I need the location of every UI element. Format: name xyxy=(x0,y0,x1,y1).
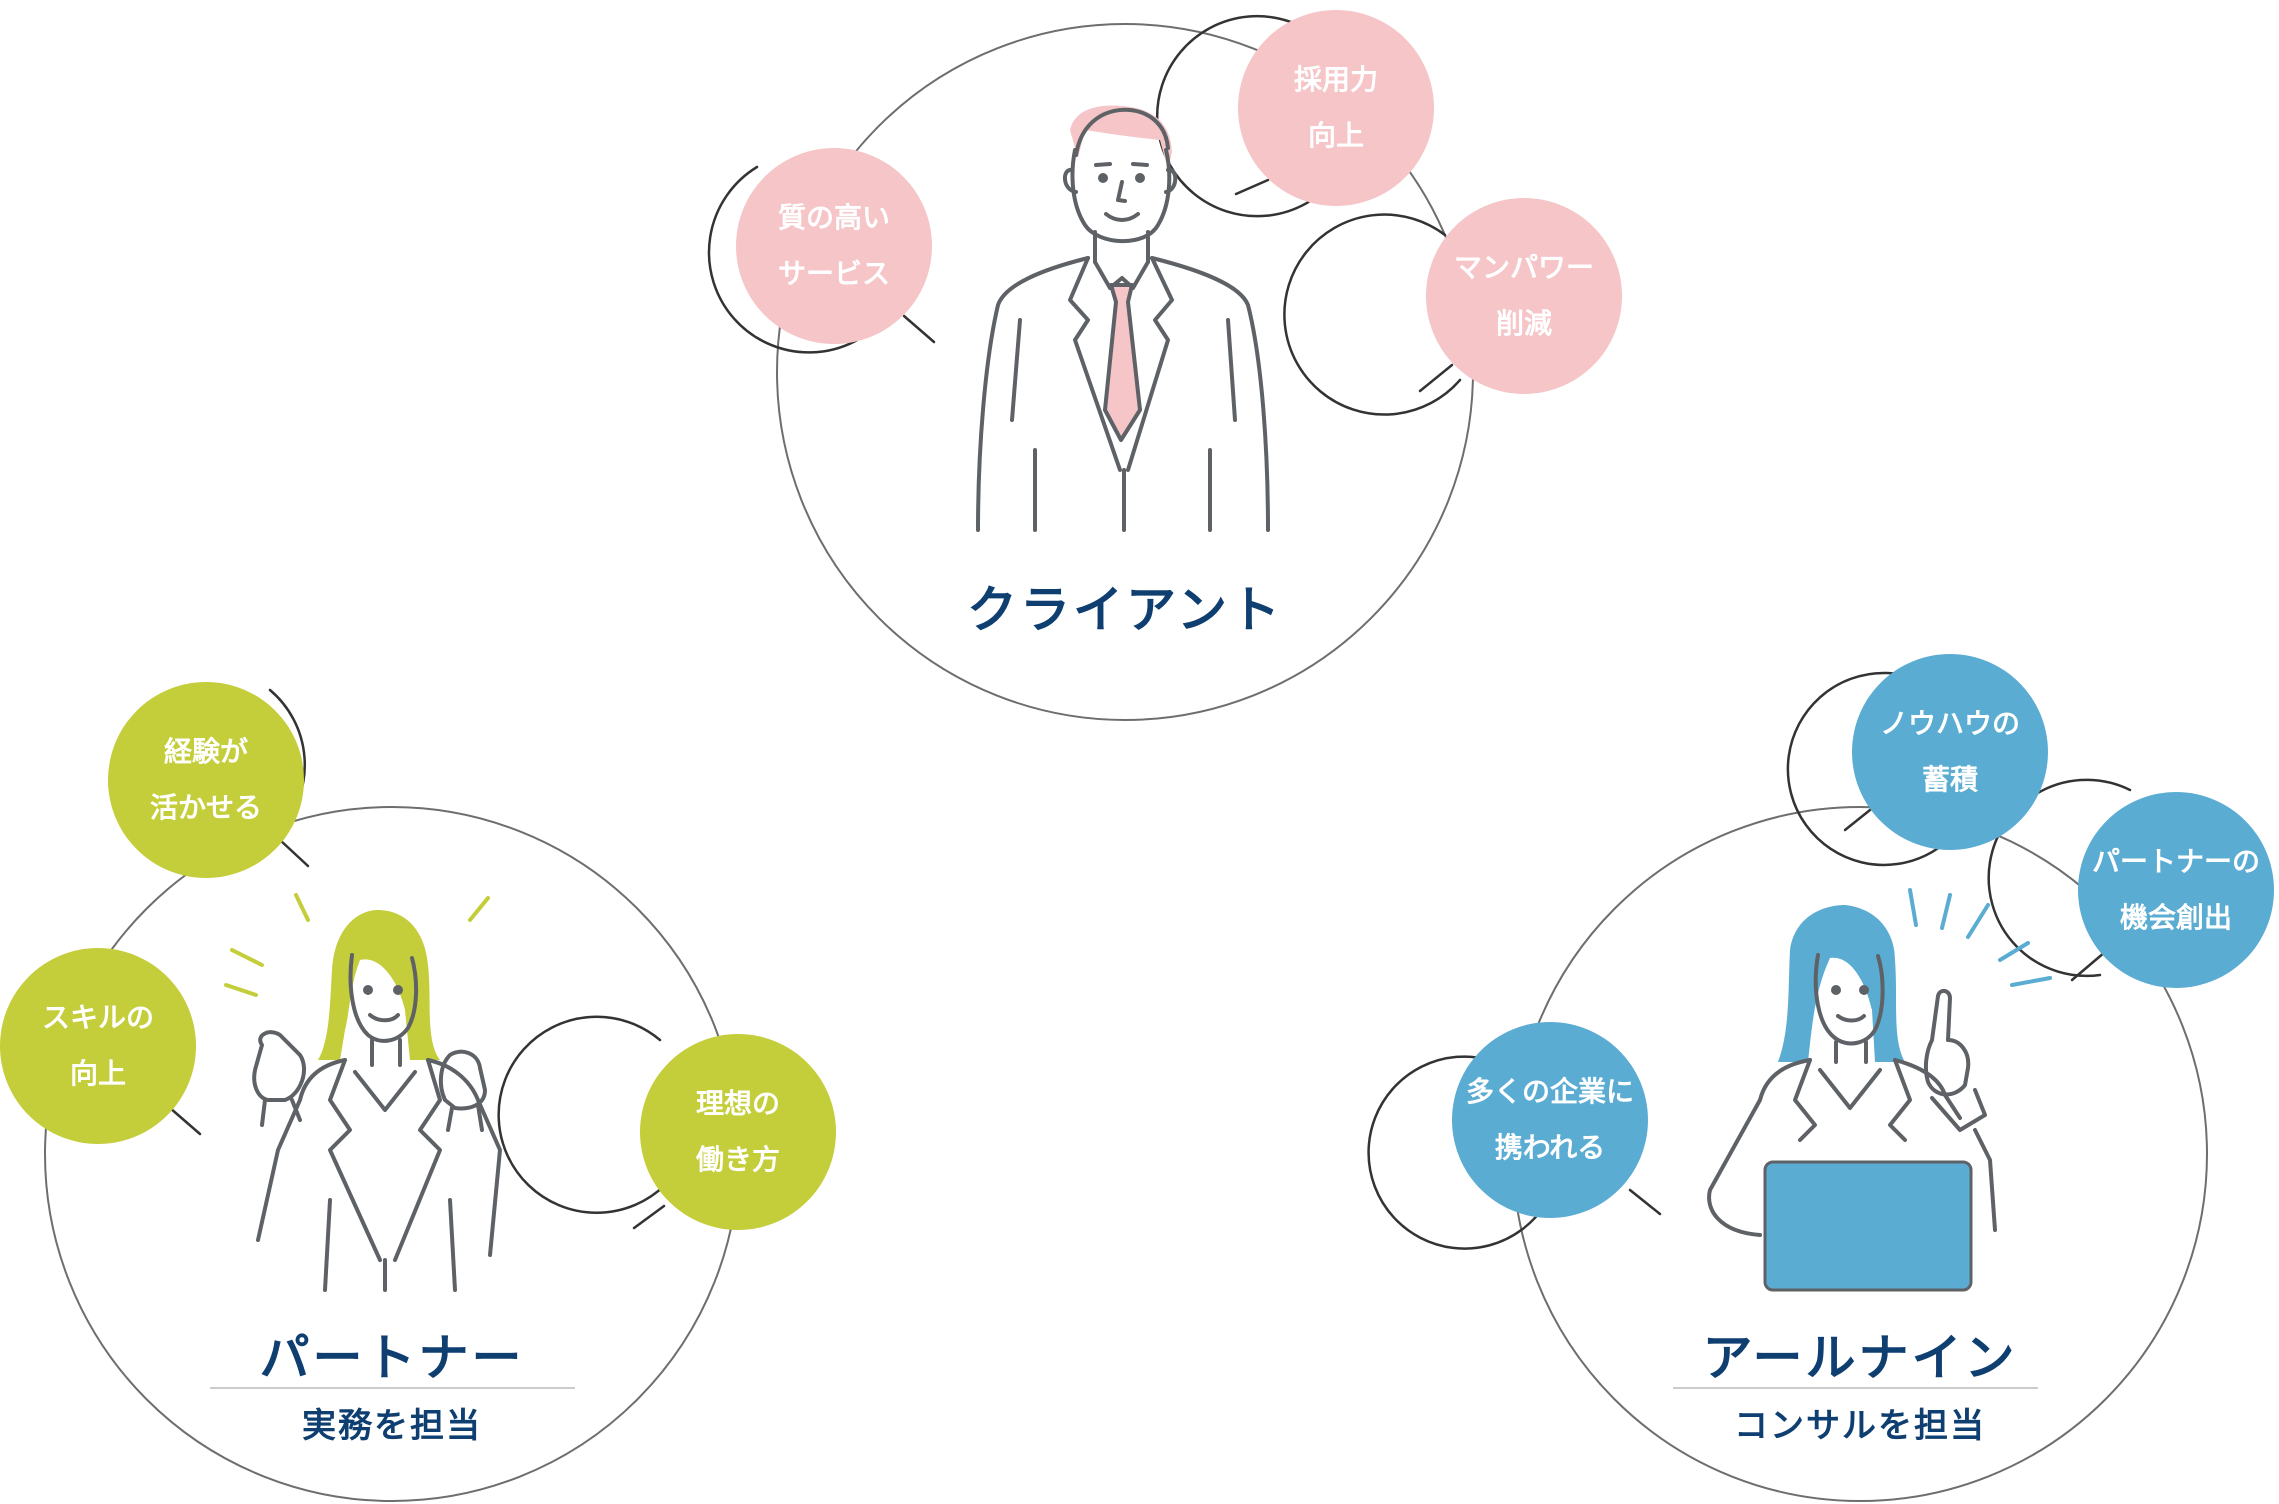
bubble-line2: 携われる xyxy=(1494,1131,1606,1164)
bubble-line1: 多くの企業に xyxy=(1465,1075,1634,1108)
businesswoman-pointing-laptop-icon xyxy=(1707,888,2052,1292)
businessman-icon xyxy=(976,105,1270,532)
partner-circle xyxy=(44,806,740,1502)
bubble-skill-improvement: スキルの 向上 xyxy=(0,948,196,1144)
bubble-line1: 採用力 xyxy=(1293,63,1378,96)
partner-divider xyxy=(210,1387,575,1389)
bubble-line2: 機会創出 xyxy=(2119,901,2232,934)
partner-title: パートナー xyxy=(259,1329,525,1387)
bubble-manpower-reduction: マンパワー 削減 xyxy=(1426,198,1622,394)
bubble-line1: 理想の xyxy=(695,1087,780,1120)
bubble-line2: 向上 xyxy=(1307,119,1364,152)
bubble-line1: マンパワー xyxy=(1453,251,1594,284)
bubble-line2: サービス xyxy=(777,257,890,290)
bubble-line1: スキルの xyxy=(41,1001,154,1034)
bubble-partner-opportunity: パートナーの 機会創出 xyxy=(2078,792,2274,988)
partner-subtitle: 実務を担当 xyxy=(302,1406,482,1446)
bubble-line2: 蓄積 xyxy=(1921,763,1978,796)
bubble-many-companies: 多くの企業に 携われる xyxy=(1452,1022,1648,1218)
bubble-recruitment-power: 採用力 向上 xyxy=(1238,10,1434,206)
bubble-line2: 向上 xyxy=(69,1057,126,1090)
bubble-knowhow: ノウハウの 蓄積 xyxy=(1852,654,2048,850)
bubble-quality-service: 質の高い サービス xyxy=(736,148,932,344)
bubble-line2: 活かせる xyxy=(149,791,262,824)
r9-subtitle: コンサルを担当 xyxy=(1734,1406,1986,1446)
bubble-line2: 削減 xyxy=(1495,307,1552,340)
r9-title: アールナイン xyxy=(1702,1329,2018,1387)
bubble-line1: ノウハウの xyxy=(1879,707,2020,740)
bubble-line1: 質の高い xyxy=(777,201,890,234)
bubble-ideal-workstyle: 理想の 働き方 xyxy=(640,1034,836,1230)
cheering-businesswoman-icon xyxy=(224,893,502,1292)
bubble-experience: 経験が 活かせる xyxy=(108,682,304,878)
bubble-line1: パートナーの xyxy=(2091,845,2260,878)
r9-divider xyxy=(1673,1387,2038,1389)
bubble-line1: 経験が xyxy=(163,735,248,768)
client-title: クライアント xyxy=(967,581,1283,639)
bubble-line2: 働き方 xyxy=(695,1143,780,1176)
